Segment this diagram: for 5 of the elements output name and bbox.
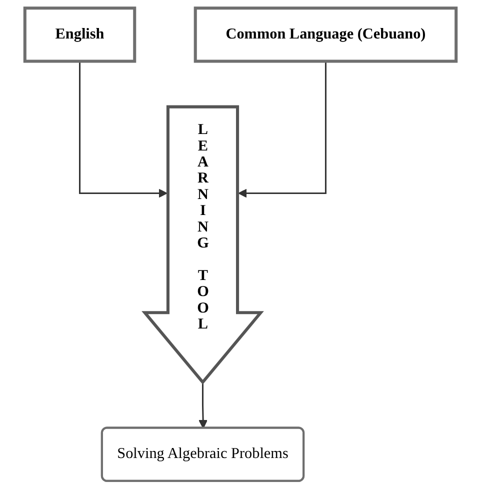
node-box: Common Language (Cebuano): [194, 6, 458, 63]
arrow: [238, 61, 326, 198]
arrow: [198, 382, 208, 429]
arrow: [79, 61, 168, 198]
node-box: English: [23, 6, 136, 63]
